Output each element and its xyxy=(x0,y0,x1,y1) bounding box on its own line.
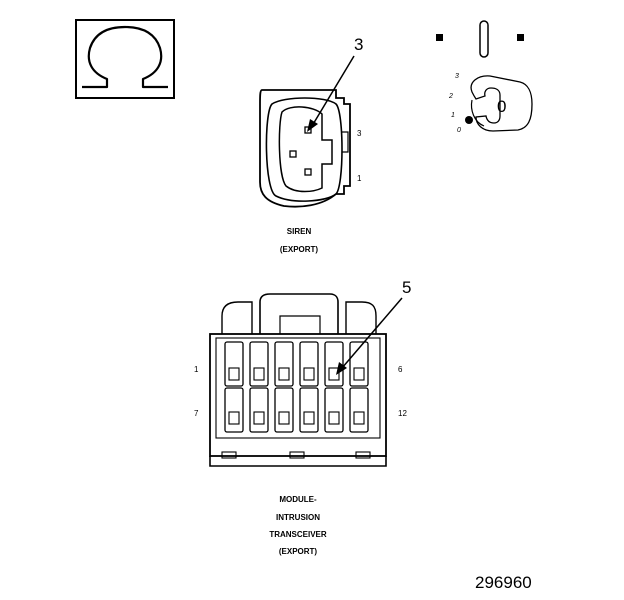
transceiver-foot-center xyxy=(289,451,305,459)
transceiver-cavity-5 xyxy=(324,341,344,387)
transceiver-label-line-1: MODULE- xyxy=(279,495,317,504)
transceiver-terminal-12 xyxy=(353,411,365,425)
transceiver-pin-label-12: 12 xyxy=(398,409,407,418)
siren-latch xyxy=(342,131,349,153)
siren-label-export: (EXPORT) xyxy=(280,245,319,254)
siren-pin-3 xyxy=(304,126,312,134)
transceiver-terminal-9 xyxy=(278,411,290,425)
key-position-0: 0 xyxy=(457,127,461,134)
transceiver-terminal-11 xyxy=(328,411,340,425)
transceiver-cavity-12 xyxy=(349,387,369,433)
transceiver-pin-label-7: 7 xyxy=(194,409,199,418)
key-icon xyxy=(470,75,533,132)
transceiver-base xyxy=(209,456,387,467)
key-indicator-right xyxy=(517,34,524,41)
transceiver-housing-inner xyxy=(215,337,381,439)
ignition-key-switch: 3 2 1 0 0 xyxy=(436,20,533,134)
siren-callout-arrowhead xyxy=(307,119,318,132)
siren-inner-housing xyxy=(265,97,343,202)
transceiver-foot-right xyxy=(355,451,371,459)
transceiver-cavity-2 xyxy=(249,341,269,387)
siren-pin-label-3: 3 xyxy=(357,129,362,138)
siren-callout-number: 3 xyxy=(354,35,363,54)
transceiver-terminal-1 xyxy=(228,367,240,381)
transceiver-cavity-1 xyxy=(224,341,244,387)
transceiver-terminal-4 xyxy=(303,367,315,381)
transceiver-terminal-6 xyxy=(353,367,365,381)
key-indicator-center xyxy=(479,20,489,58)
transceiver-terminal-8 xyxy=(253,411,265,425)
transceiver-pin-label-6: 6 xyxy=(398,365,403,374)
transceiver-connector: 1 6 7 12 5 MODULE- INTRUSION TRANSCEIVER… xyxy=(194,278,411,556)
siren-terminal-cavity xyxy=(278,106,333,193)
figure-number: 296960 xyxy=(475,573,532,592)
key-current-position: 0 xyxy=(497,97,506,116)
transceiver-housing xyxy=(209,333,387,457)
transceiver-cavity-7 xyxy=(224,387,244,433)
transceiver-label-line-3: TRANSCEIVER xyxy=(269,530,327,539)
transceiver-cavity-6 xyxy=(349,341,369,387)
transceiver-label-line-4: (EXPORT) xyxy=(279,547,318,556)
transceiver-cavity-11 xyxy=(324,387,344,433)
transceiver-cavity-9 xyxy=(274,387,294,433)
key-position-1: 1 xyxy=(451,112,455,119)
ohm-symbol-frame xyxy=(75,19,175,99)
transceiver-callout-number: 5 xyxy=(402,278,411,297)
siren-pin-2 xyxy=(289,150,297,158)
transceiver-label-line-2: INTRUSION xyxy=(276,513,320,522)
key-position-3: 3 xyxy=(455,73,459,80)
ohm-icon xyxy=(82,25,168,89)
transceiver-ear-left xyxy=(221,301,253,334)
transceiver-cavity-8 xyxy=(249,387,269,433)
key-position-2: 2 xyxy=(448,93,453,100)
siren-pin-label-1: 1 xyxy=(357,174,362,183)
transceiver-cavity-3 xyxy=(274,341,294,387)
transceiver-foot-left xyxy=(221,451,237,459)
siren-connector: 3 1 3 SIREN (EXPORT) xyxy=(259,35,363,254)
transceiver-cavity-10 xyxy=(299,387,319,433)
transceiver-pin-label-1: 1 xyxy=(194,365,199,374)
siren-label: SIREN xyxy=(287,227,312,236)
siren-callout-leader xyxy=(311,55,355,127)
transceiver-ear-right xyxy=(345,301,377,334)
transceiver-callout-leader xyxy=(341,297,403,369)
transceiver-callout-arrowhead xyxy=(336,362,347,375)
transceiver-top-latch xyxy=(259,293,339,334)
transceiver-top-latch-inner xyxy=(279,315,321,334)
ohm-meter-symbol xyxy=(75,19,175,99)
transceiver-terminal-7 xyxy=(228,411,240,425)
transceiver-terminal-5 xyxy=(328,367,340,381)
transceiver-terminal-3 xyxy=(278,367,290,381)
siren-outer-housing xyxy=(259,89,351,208)
transceiver-terminal-10 xyxy=(303,411,315,425)
transceiver-terminal-2 xyxy=(253,367,265,381)
key-bow-outline xyxy=(470,99,485,127)
key-indicator-left xyxy=(436,34,443,41)
transceiver-cavity-4 xyxy=(299,341,319,387)
key-position-dot xyxy=(465,116,473,124)
siren-pin-1 xyxy=(304,168,312,176)
